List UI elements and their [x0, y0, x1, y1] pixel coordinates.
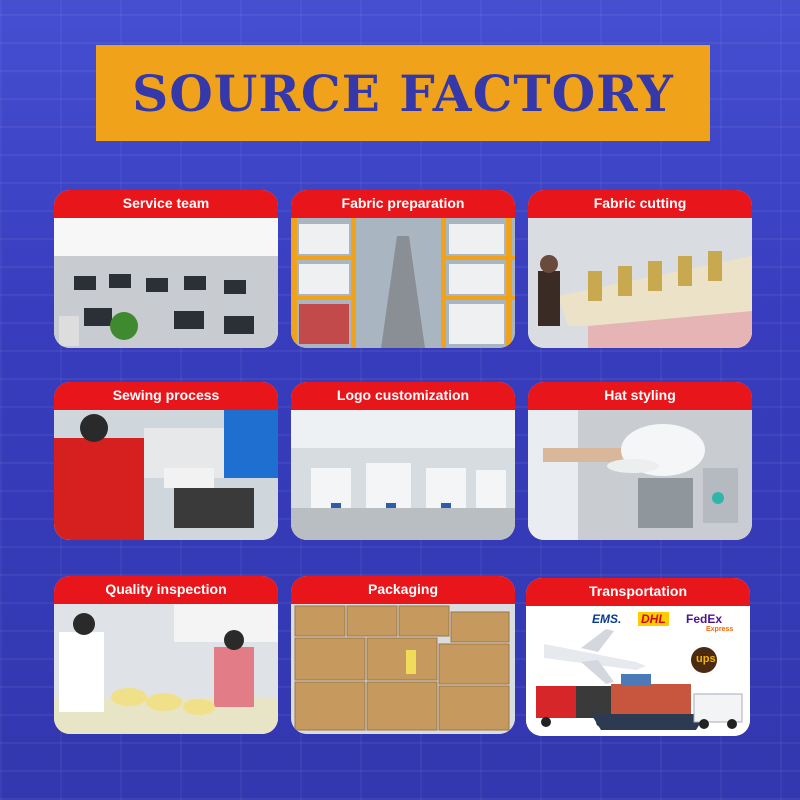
- card-packaging: Packaging: [291, 576, 515, 734]
- card-sewing-process: Sewing process: [54, 382, 278, 540]
- fedex-express-label: Express: [706, 626, 734, 633]
- card-label: Logo customization: [291, 382, 515, 410]
- card-label: Quality inspection: [54, 576, 278, 604]
- card-logo-customization: Logo customization: [291, 382, 515, 540]
- packaging-photo: [291, 602, 515, 734]
- title-banner: SOURCE FACTORY: [96, 45, 710, 141]
- van-icon: [693, 693, 743, 729]
- card-label: Packaging: [291, 576, 515, 604]
- fabric-preparation-photo: [291, 216, 515, 348]
- service-team-photo: [54, 216, 278, 348]
- logo-customization-photo: [291, 408, 515, 540]
- card-label: Transportation: [526, 578, 750, 606]
- ups-label: ups: [696, 653, 716, 665]
- cargo-ship-icon: [591, 674, 706, 730]
- card-label: Hat styling: [528, 382, 752, 410]
- airplane-icon: [544, 629, 646, 684]
- transportation-photo: EMS. DHL FedEx Express ups: [526, 604, 750, 736]
- card-label: Fabric cutting: [528, 190, 752, 218]
- dhl-logo: DHL: [638, 612, 669, 626]
- ups-logo-icon: [691, 647, 717, 673]
- card-label: Sewing process: [54, 382, 278, 410]
- card-quality-inspection: Quality inspection: [54, 576, 278, 734]
- card-hat-styling: Hat styling: [528, 382, 752, 540]
- page-title: SOURCE FACTORY: [132, 63, 674, 123]
- hat-styling-photo: [528, 408, 752, 540]
- fabric-cutting-photo: [528, 216, 752, 348]
- card-fabric-preparation: Fabric preparation: [291, 190, 515, 348]
- card-service-team: Service team: [54, 190, 278, 348]
- quality-inspection-photo: [54, 602, 278, 734]
- card-label: Fabric preparation: [291, 190, 515, 218]
- truck-icon: [536, 686, 616, 727]
- ems-logo: EMS.: [592, 612, 622, 626]
- card-fabric-cutting: Fabric cutting: [528, 190, 752, 348]
- fedex-logo: FedEx: [686, 612, 723, 626]
- card-transportation: Transportation: [526, 578, 750, 736]
- card-label: Service team: [54, 190, 278, 218]
- sewing-process-photo: [54, 408, 278, 540]
